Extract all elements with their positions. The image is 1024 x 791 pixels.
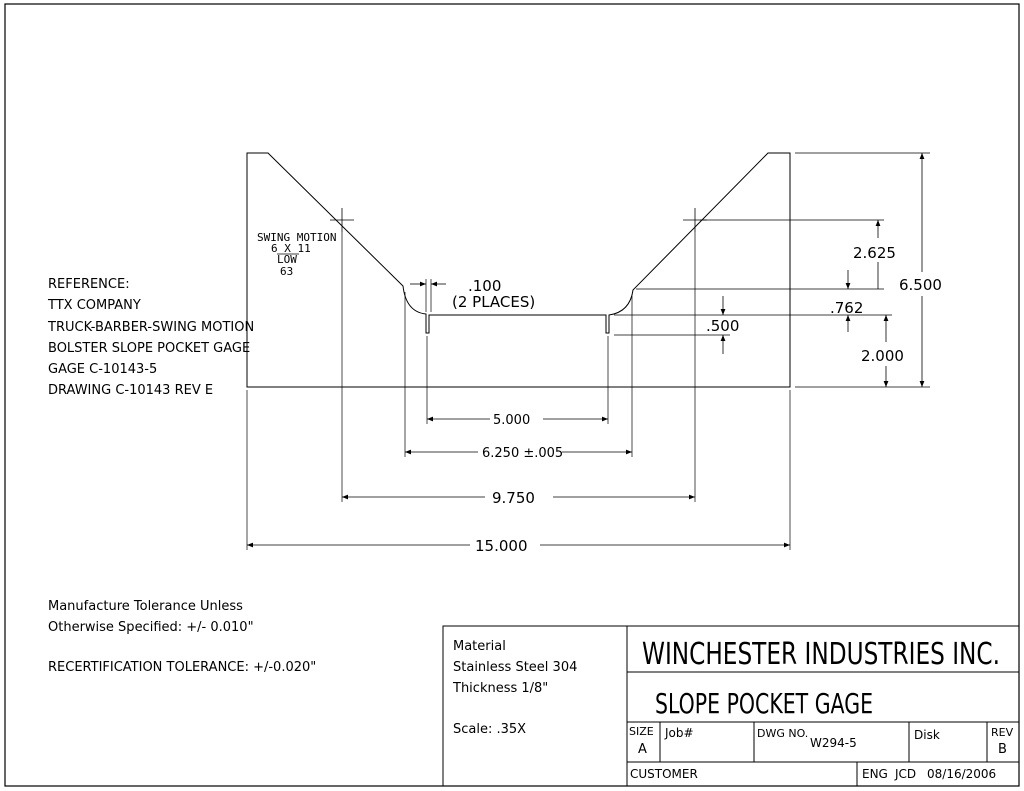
customer-label: CUSTOMER (630, 767, 698, 781)
dwg-no-value: W294-5 (810, 736, 857, 750)
size-label: SIZE (629, 725, 654, 738)
dim-762: .762 (830, 299, 863, 317)
material-value: Stainless Steel 304 (453, 660, 577, 675)
reference-line-5: GAGE C-10143-5 (48, 362, 157, 377)
size-value: A (638, 742, 647, 757)
dim-15000: 15.000 (475, 537, 528, 555)
company-name: WINCHESTER INDUSTRIES INC. (642, 637, 1000, 672)
material-label: Material (453, 639, 506, 654)
dimension-lines (247, 153, 925, 548)
gage-outline (246, 152, 791, 388)
rev-label: REV (991, 726, 1014, 739)
center-marks (330, 208, 707, 232)
dim-9750: 9.750 (492, 489, 535, 507)
tolerance-line-2: Otherwise Specified: +/- 0.010" (48, 620, 254, 635)
dim-2000: 2.000 (861, 347, 904, 365)
material-block: Material Stainless Steel 304 Thickness 1… (452, 639, 577, 737)
disk-label: Disk (914, 728, 940, 742)
tolerance-notes: Manufacture Tolerance Unless Otherwise S… (48, 599, 316, 675)
dim-6250: 6.250 ±.005 (482, 446, 563, 461)
reference-line-4: BOLSTER SLOPE POCKET GAGE (48, 341, 250, 356)
dwg-no-label: DWG NO. (757, 727, 808, 740)
drawing-title: SLOPE POCKET GAGE (655, 687, 873, 720)
eng-value: JCD (894, 767, 916, 781)
dim-100-note: (2 PLACES) (452, 293, 535, 311)
rev-value: B (998, 742, 1007, 757)
title-block-fields: SIZE A Job# DWG NO. W294-5 Disk REV B CU… (629, 725, 1014, 781)
recert-tolerance: RECERTIFICATION TOLERANCE: +/-0.020" (48, 660, 316, 675)
extension-lines (246, 152, 930, 550)
dim-5000: 5.000 (493, 413, 530, 428)
part-note-line-2: 6 X 11 (271, 242, 311, 255)
drawing-scale: Scale: .35X (453, 722, 526, 737)
drawing-date: 08/16/2006 (927, 767, 996, 781)
eng-label: ENG (862, 767, 888, 781)
dim-100: .100 (468, 277, 501, 295)
title-block (442, 625, 1020, 787)
reference-line-2: TTX COMPANY (47, 298, 141, 313)
dim-500: .500 (706, 317, 739, 335)
part-note-line-3: LOW (277, 253, 297, 266)
material-thickness: Thickness 1/8" (452, 681, 548, 696)
reference-line-1: REFERENCE: (48, 277, 130, 292)
dim-6500: 6.500 (899, 276, 942, 294)
part-note-line-1: SWING MOTION (257, 231, 336, 244)
reference-line-6: DRAWING C-10143 REV E (48, 383, 213, 398)
reference-line-3: TRUCK-BARBER-SWING MOTION (47, 320, 254, 335)
tolerance-line-1: Manufacture Tolerance Unless (48, 599, 243, 614)
job-label: Job# (664, 726, 694, 740)
part-note: SWING MOTION 6 X 11 LOW 63 (257, 231, 336, 278)
dim-2625: 2.625 (853, 244, 896, 262)
part-note-line-4: 63 (280, 265, 293, 278)
reference-block: REFERENCE: TTX COMPANY TRUCK-BARBER-SWIN… (47, 277, 254, 398)
